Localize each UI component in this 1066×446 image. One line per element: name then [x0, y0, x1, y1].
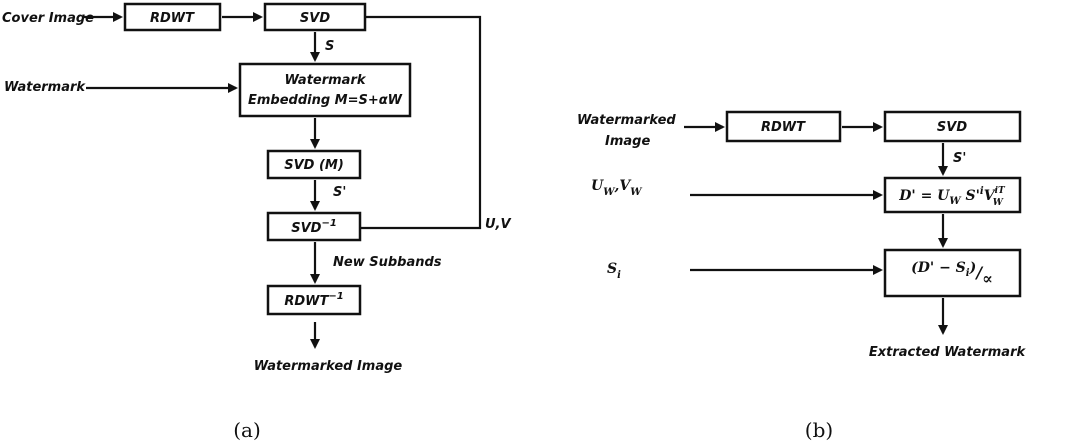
watermark-input-label: Watermark	[4, 80, 86, 95]
extraction-formula: (D' − Si)/∝	[911, 260, 993, 288]
svd-box-b	[883, 110, 1022, 143]
rdwt-box-label: RDWT	[150, 11, 195, 26]
panel-a: Cover Image Watermark RDWT SVD Watermark…	[2, 2, 511, 442]
inverse-svd-box-label: SVD−1	[291, 218, 337, 236]
rdwt-box-b	[725, 110, 842, 143]
embedding-box-line2: Embedding M=S+αW	[248, 93, 403, 108]
si-label: Si	[607, 261, 621, 281]
uv-feedback-path	[361, 15, 482, 230]
new-subbands-label: New Subbands	[333, 255, 442, 270]
caption-a: (a)	[233, 418, 261, 442]
svd-m-box	[266, 149, 362, 180]
caption-b: (b)	[805, 418, 833, 442]
extraction-box	[883, 248, 1022, 298]
uw-vw-label: UW,VW	[591, 178, 643, 198]
svd-box	[263, 2, 367, 32]
embedding-box-line1: Watermark	[284, 73, 366, 88]
watermarked-image-output-label: Watermarked Image	[254, 359, 403, 374]
svd-m-box-label: SVD (M)	[284, 158, 344, 173]
cover-image-label: Cover Image	[2, 11, 94, 26]
panel-b: Watermarked Image UW,VW Si RDWT SVD D' =…	[577, 110, 1027, 442]
svd-box-b-label: SVD	[937, 120, 967, 135]
inverse-rdwt-box-label: RDWT−1	[284, 291, 343, 309]
inverse-svd-box	[266, 211, 362, 242]
s-prime-label-b: S'	[953, 151, 966, 166]
inverse-rdwt-box	[266, 284, 362, 316]
s-label: S	[325, 39, 334, 54]
embedding-box	[238, 62, 412, 118]
extracted-watermark-label: Extracted Watermark	[869, 345, 1027, 360]
rdwt-box	[123, 2, 222, 32]
rdwt-box-b-label: RDWT	[761, 120, 806, 135]
watermarked-image-input-line1: Watermarked	[577, 113, 676, 128]
watermarked-image-input-line2: Image	[605, 134, 650, 149]
d-prime-box	[883, 176, 1022, 214]
uv-label: U,V	[485, 217, 511, 232]
svd-box-label: SVD	[300, 11, 330, 26]
s-prime-label: S'	[333, 185, 346, 200]
